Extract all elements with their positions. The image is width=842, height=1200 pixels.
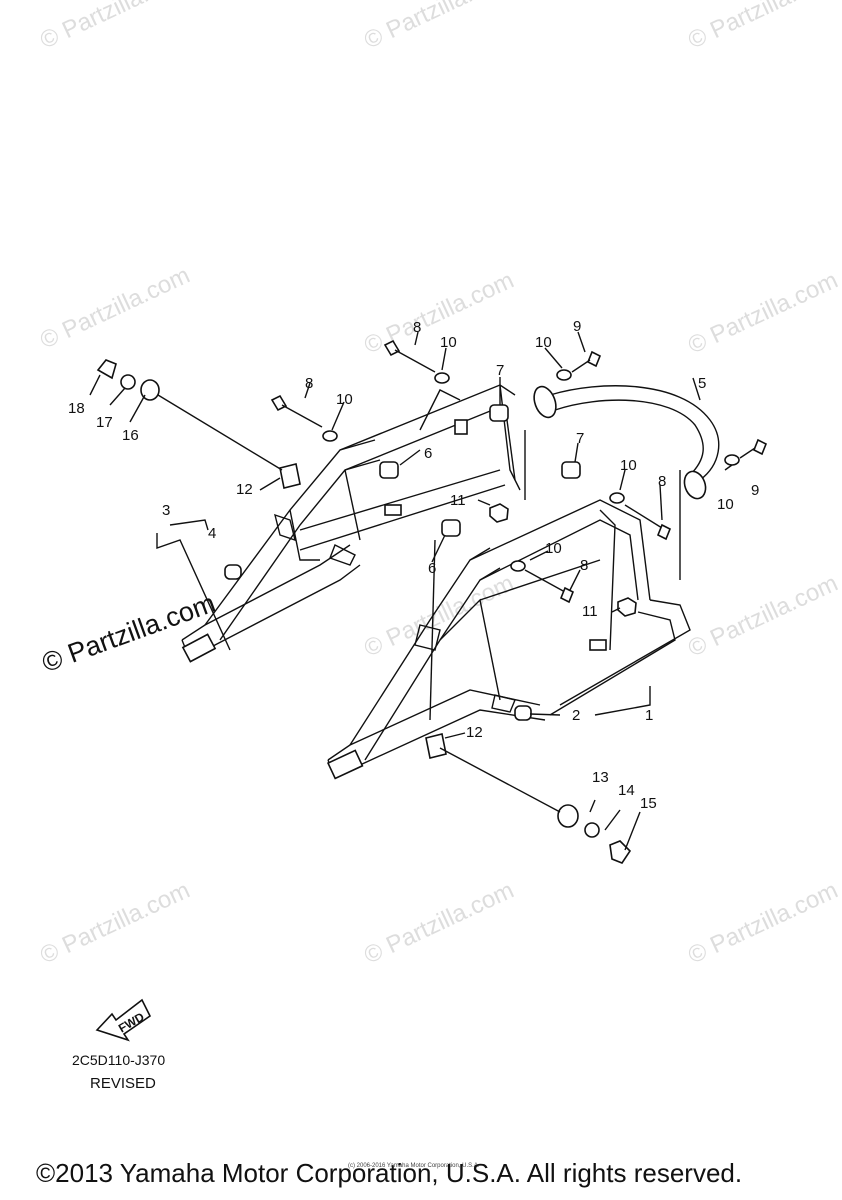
label-leaders bbox=[89, 331, 733, 851]
callout-8: 8 bbox=[658, 473, 666, 490]
callout-9: 9 bbox=[751, 482, 759, 499]
callout-17: 17 bbox=[96, 414, 113, 431]
callout-13: 13 bbox=[592, 769, 609, 786]
callout-8: 8 bbox=[413, 319, 421, 336]
revised-label: REVISED bbox=[90, 1075, 156, 1092]
callout-10: 10 bbox=[535, 334, 552, 351]
callout-11: 11 bbox=[450, 492, 466, 509]
callout-10: 10 bbox=[545, 540, 562, 557]
callout-18: 18 bbox=[68, 400, 85, 417]
callout-8: 8 bbox=[580, 557, 588, 574]
copyright: ©2013 Yamaha Motor Corporation, U.S.A. A… bbox=[36, 1158, 743, 1188]
callout-16: 16 bbox=[122, 427, 139, 444]
fasteners bbox=[96, 339, 768, 864]
callout-12: 12 bbox=[236, 481, 253, 498]
callout-5: 5 bbox=[698, 375, 706, 392]
callout-6: 6 bbox=[428, 560, 436, 577]
callout-1: 1 bbox=[645, 707, 653, 724]
callout-12: 12 bbox=[466, 724, 483, 741]
diagram-code: 2C5D110-J370 bbox=[72, 1052, 166, 1068]
callout-11: 11 bbox=[582, 603, 598, 620]
callout-9: 9 bbox=[573, 318, 581, 335]
frame-assembly-front bbox=[326, 499, 691, 780]
callout-8: 8 bbox=[305, 375, 313, 392]
fwd-arrow-icon: FWD bbox=[95, 998, 152, 1042]
callout-7: 7 bbox=[496, 362, 504, 379]
small-copyright: (c) 2006-2016 Yamaha Motor Corporation, … bbox=[348, 1163, 480, 1169]
callout-10: 10 bbox=[620, 457, 637, 474]
callout-14: 14 bbox=[618, 782, 635, 799]
callout-10: 10 bbox=[336, 391, 353, 408]
callout-3: 3 bbox=[162, 502, 170, 519]
callout-6: 6 bbox=[424, 445, 432, 462]
callout-15: 15 bbox=[640, 795, 657, 812]
callout-10: 10 bbox=[440, 334, 457, 351]
callouts: 1 2 3 4 5 6 6 7 7 8 8 8 8 9 9 10 10 10 1… bbox=[68, 318, 759, 812]
callout-10: 10 bbox=[717, 496, 734, 513]
frame-assembly-rear bbox=[181, 384, 521, 663]
guide-lines bbox=[429, 430, 681, 721]
callout-2: 2 bbox=[572, 707, 580, 724]
callout-7: 7 bbox=[576, 430, 584, 447]
cross-tube bbox=[533, 385, 720, 500]
callout-4: 4 bbox=[208, 525, 216, 542]
